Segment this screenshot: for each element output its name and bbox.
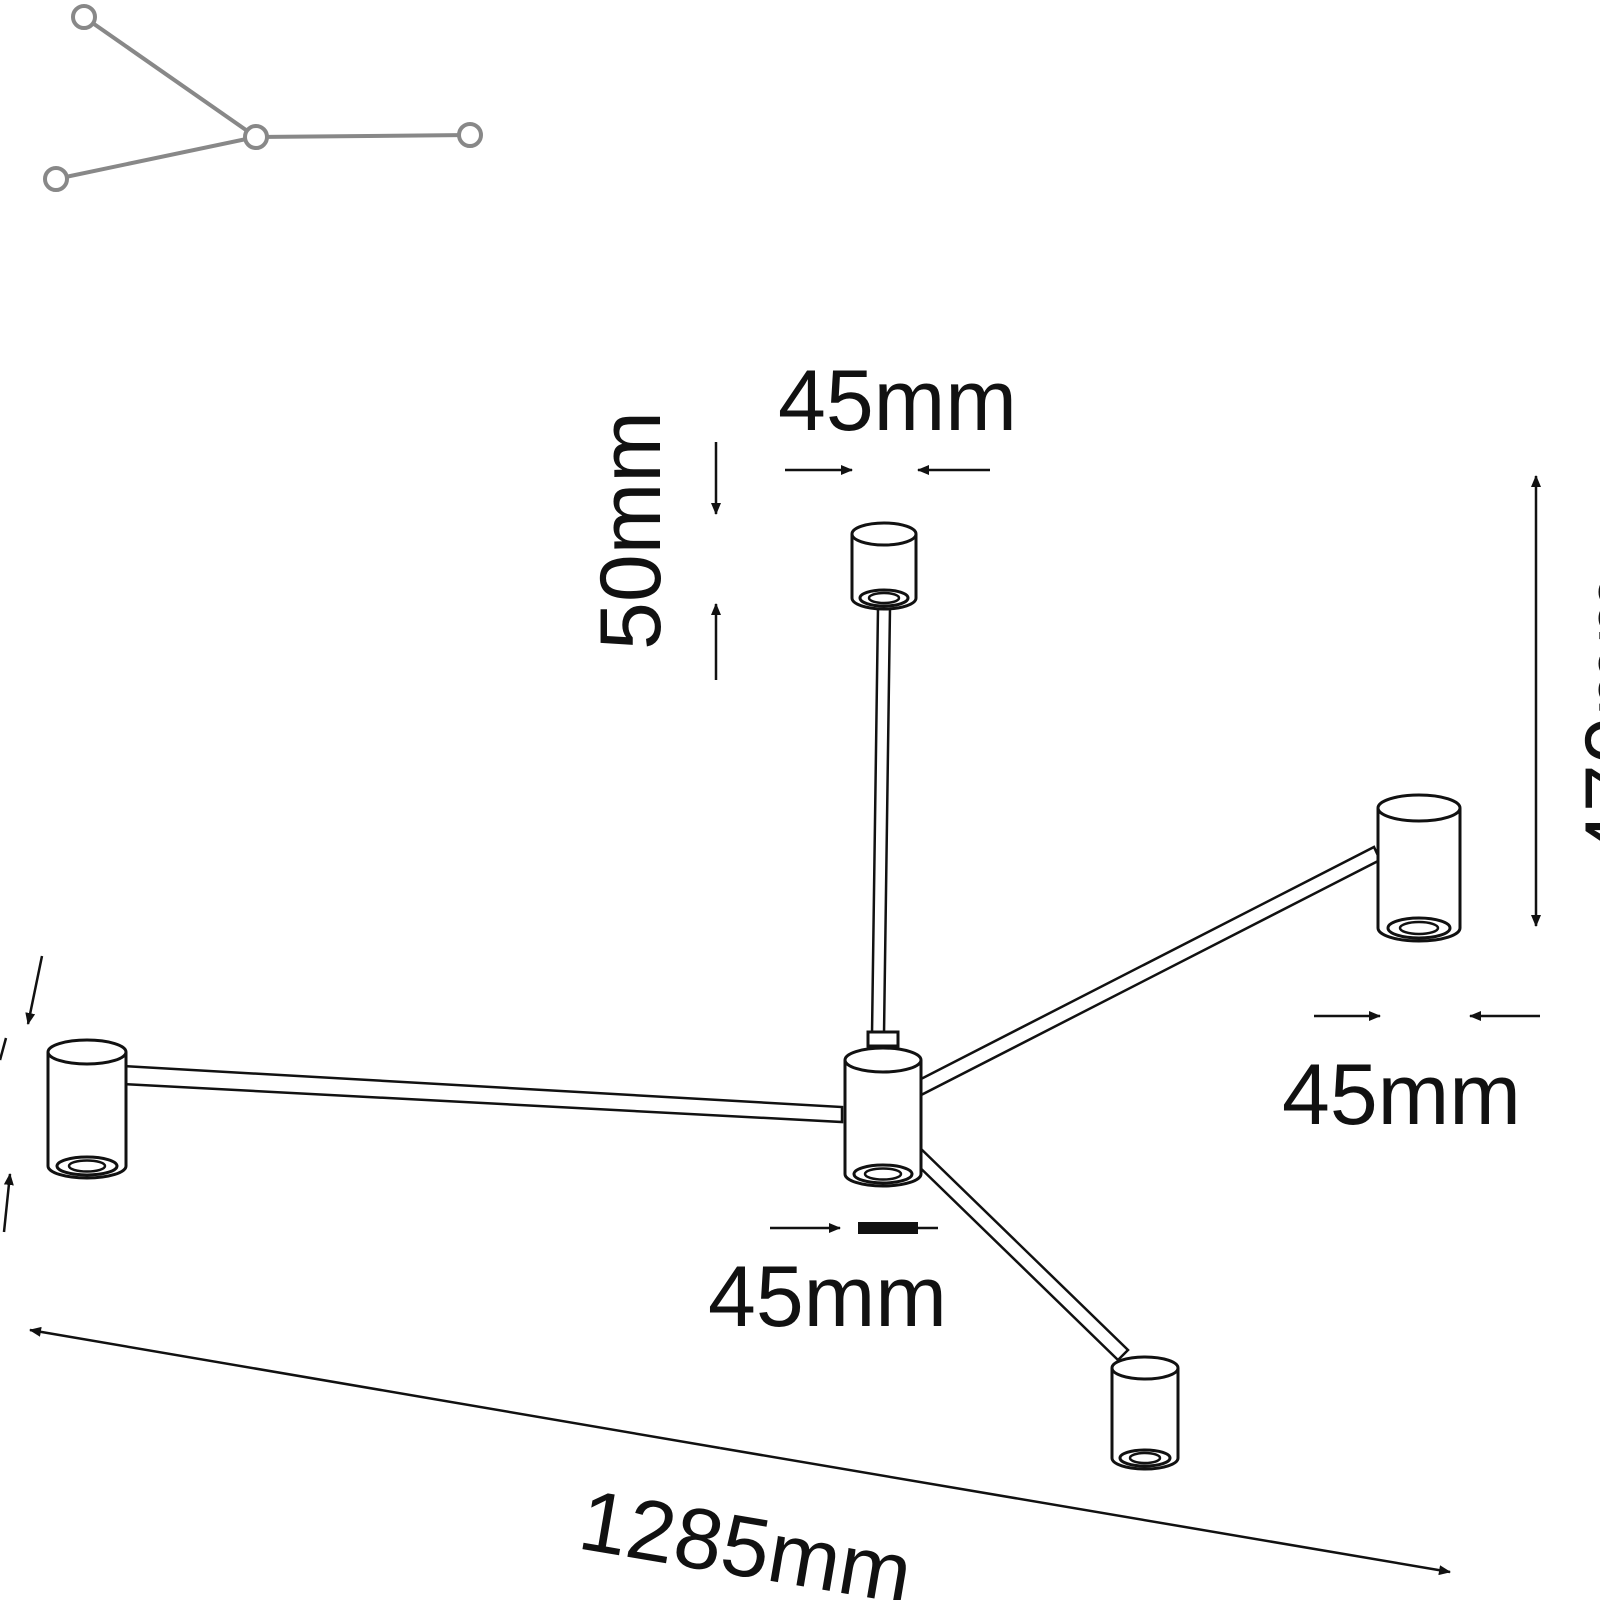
plan-node-upper <box>71 4 97 30</box>
plan-arm-right <box>255 133 471 139</box>
plan-arm-left <box>55 135 257 181</box>
plan-node-left <box>43 166 69 192</box>
spot-top <box>850 521 918 611</box>
label-center-width: 45mm <box>708 1249 947 1345</box>
dimension-arrows <box>0 442 1541 1576</box>
label-top-spot-height: 50mm <box>583 411 679 650</box>
arrow-left-height-lower <box>2 1173 14 1233</box>
spot-left <box>46 1038 128 1180</box>
lamp-arms <box>120 606 1382 1362</box>
center-hub <box>843 1030 923 1188</box>
arrow-width-right <box>719 1446 1451 1576</box>
dimension-labels: 45mm 50mm 470mm 45mm 45mm 1285mm <box>573 353 1600 1600</box>
arm-left <box>120 1064 844 1124</box>
arrow-center-width-bar <box>858 1222 918 1234</box>
plan-node-right <box>457 122 483 148</box>
arrow-left-height-upper <box>25 955 44 1025</box>
spot-right <box>1376 793 1462 943</box>
arrow-width-left <box>29 1326 721 1450</box>
tick-left-height <box>0 1037 8 1061</box>
hub-collar <box>866 1030 900 1048</box>
arm-top <box>870 606 892 1036</box>
plan-arm-upper <box>82 15 258 139</box>
plan-view-schematic <box>43 4 483 192</box>
plan-node-center <box>243 124 269 150</box>
spot-front <box>1110 1355 1180 1471</box>
label-top-spot-width: 45mm <box>778 353 1017 449</box>
label-total-width: 1285mm <box>573 1472 919 1600</box>
label-right-spot-width: 45mm <box>1282 1047 1521 1143</box>
label-total-height: 470mm <box>1568 573 1600 860</box>
